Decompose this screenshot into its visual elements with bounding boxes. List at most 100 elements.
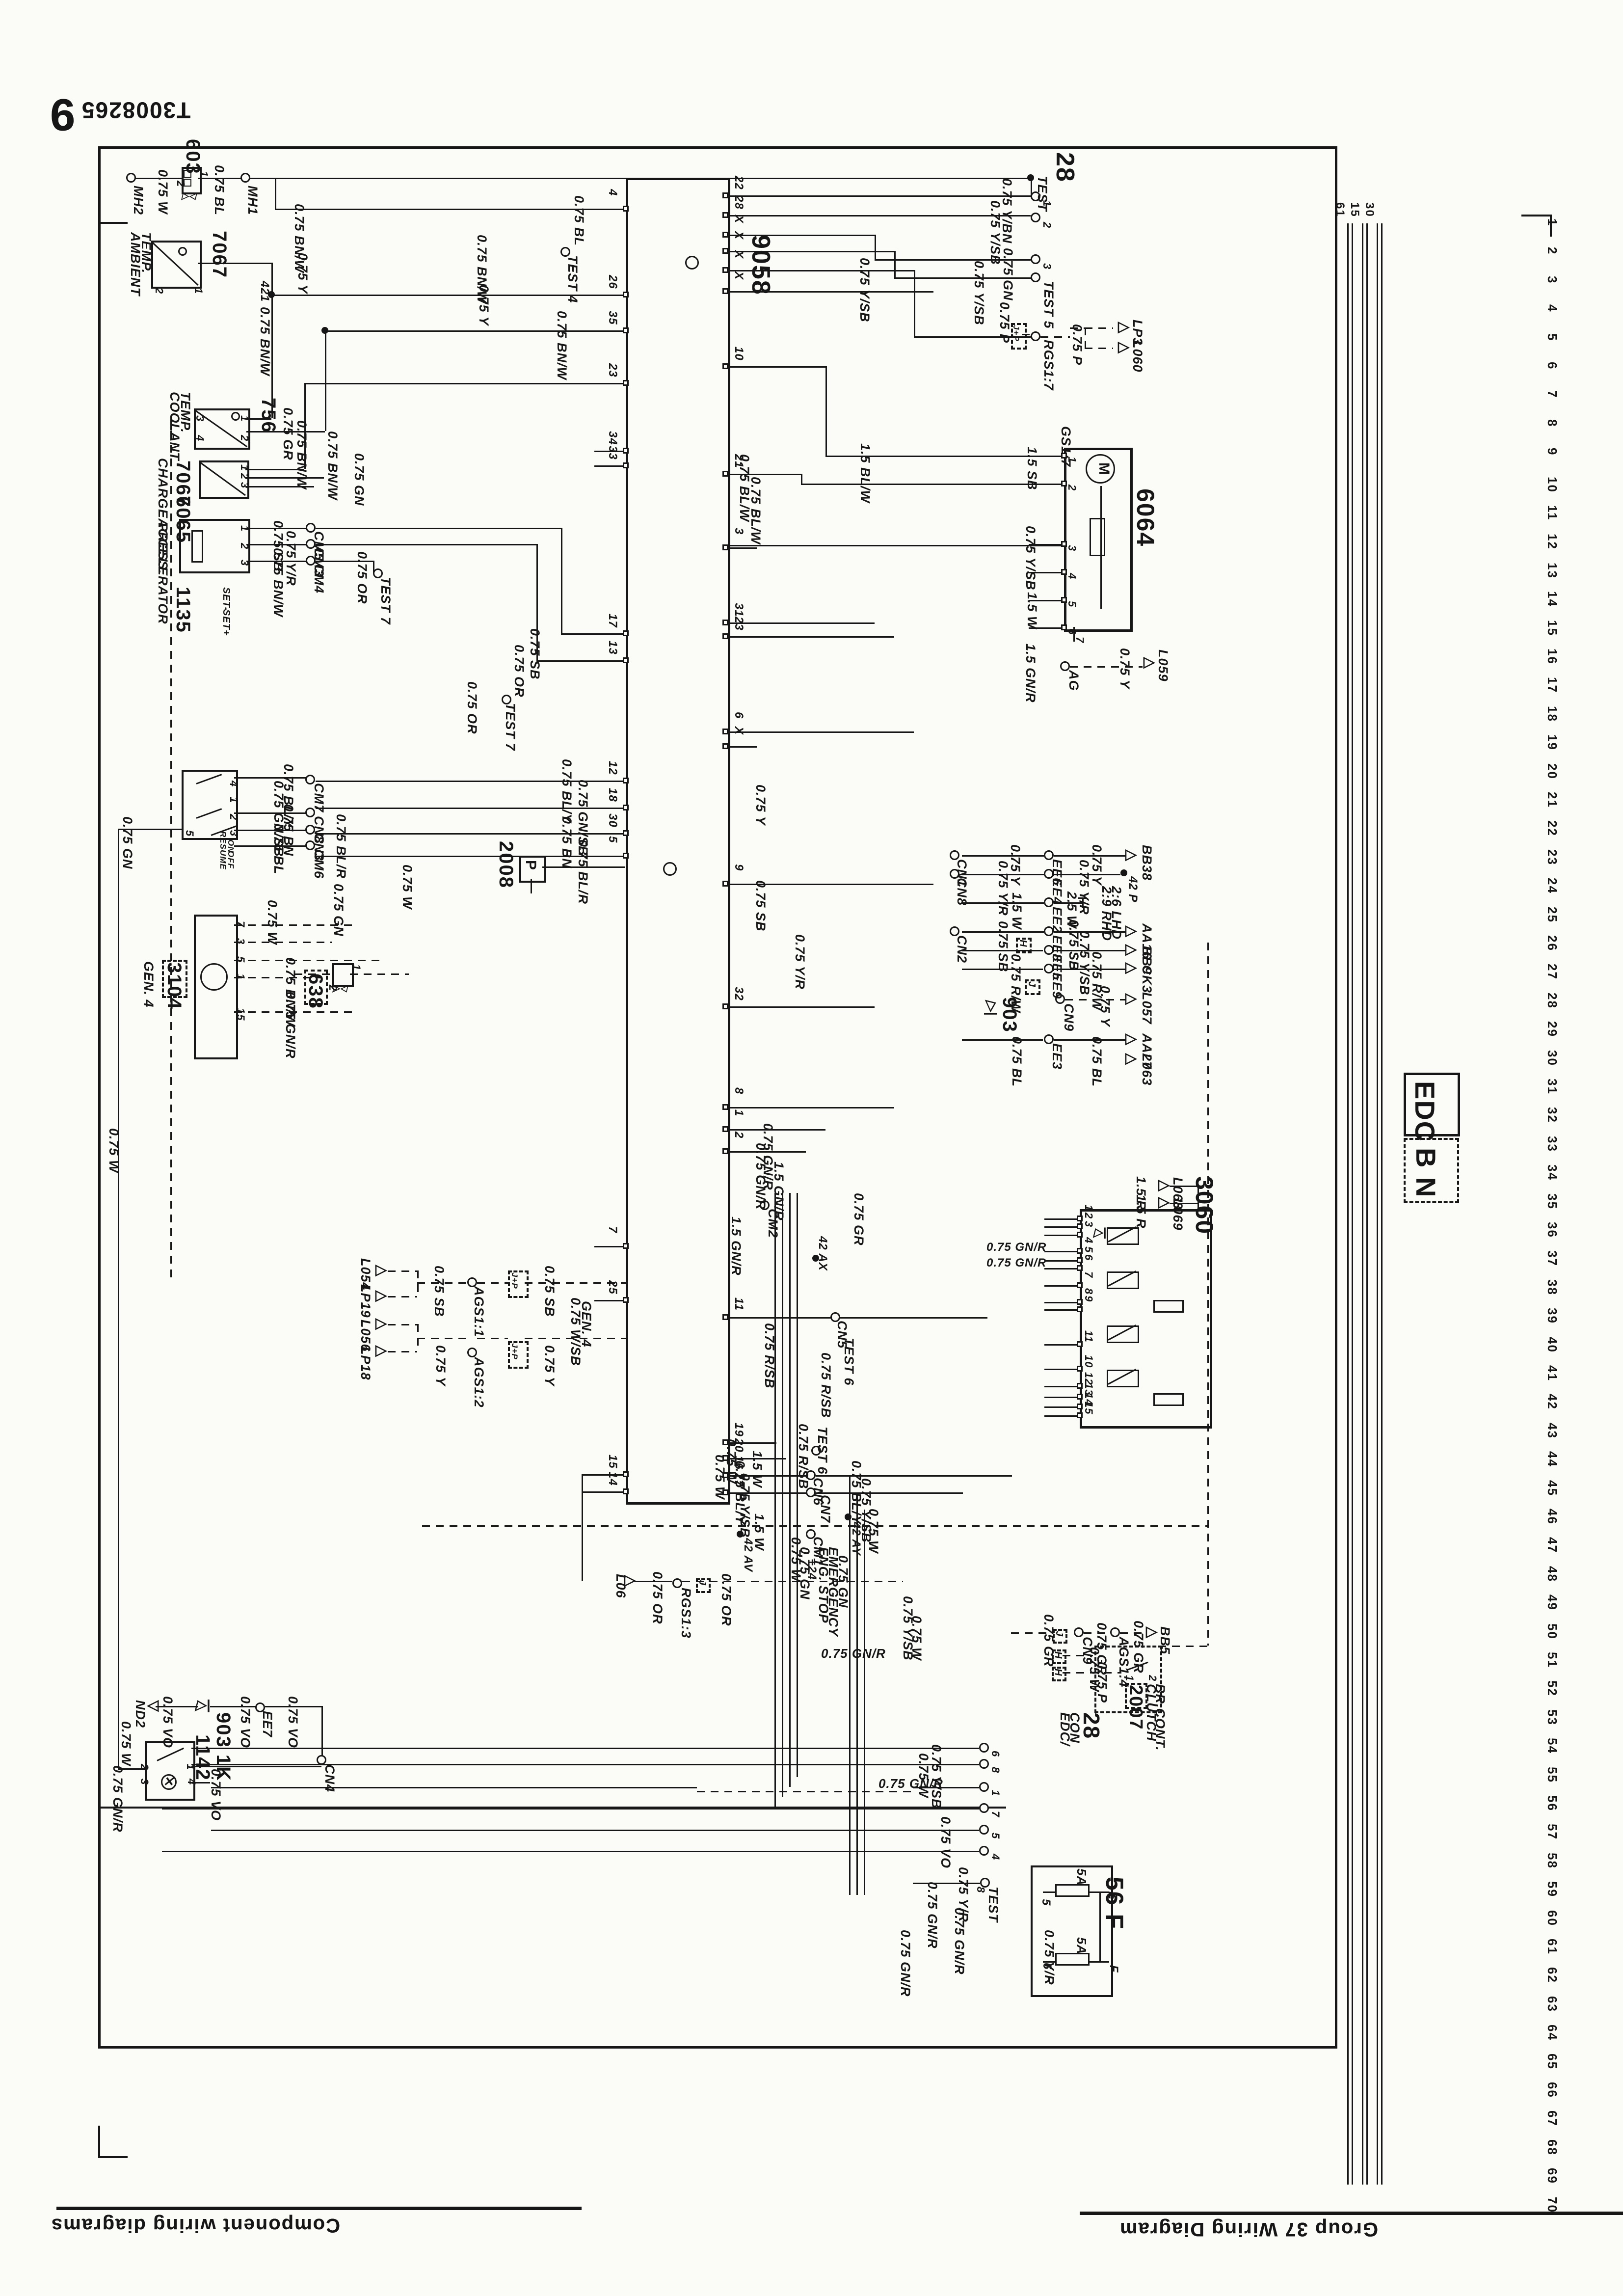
wire: [271, 295, 625, 296]
wire-label: 1: [1040, 200, 1053, 207]
wire: [727, 622, 875, 624]
ruler-number: 45: [1545, 1480, 1560, 1496]
wire-label: 0.75 Y/SB: [857, 258, 873, 323]
pin-wire: [727, 215, 757, 216]
wire: [856, 1492, 858, 1895]
wire-label: EE3: [1050, 1043, 1065, 1070]
wire: [234, 812, 306, 814]
L063-arrow-icon: ▷: [1125, 1050, 1138, 1066]
wire: [774, 1193, 776, 1807]
LP3-arrow-icon: ▷: [1118, 319, 1130, 335]
pin-wire: [727, 1458, 757, 1459]
wire-label: CM4: [312, 564, 327, 594]
wire: [1089, 1891, 1109, 1893]
wire: [1073, 627, 1075, 642]
ruler-number: 31: [1545, 1079, 1560, 1095]
ecu-pin-number: 14: [606, 1472, 619, 1486]
pin-wire: [594, 465, 624, 467]
relaybox-3060-box: [1080, 1209, 1212, 1429]
relaybox-pin-number: 5: [1083, 1246, 1095, 1253]
wire-label: 0.75 VO: [286, 1696, 301, 1749]
wire-label: CK3: [1140, 965, 1155, 994]
ecu-pin-number: 34: [606, 431, 619, 445]
wire: [727, 1475, 807, 1477]
wire: [727, 636, 894, 638]
wire: [162, 1808, 913, 1810]
wire: [1054, 931, 1125, 933]
wire-label: 0.75 OR: [355, 551, 370, 604]
pin-wire: [594, 781, 624, 782]
wire-label: L06: [613, 1574, 629, 1598]
wire: [913, 1808, 979, 1810]
relay-coil: [1107, 1370, 1139, 1387]
doc-number: T3008265: [81, 97, 191, 123]
wire-label: 0.75 SB: [528, 628, 543, 680]
wire-label: 7: [1073, 637, 1086, 644]
wire-label: BB5: [1158, 1626, 1173, 1655]
bus-bar-label: 30: [1363, 202, 1376, 217]
wire-label: TEST 6: [815, 1427, 830, 1475]
wire-label: 6: [989, 1751, 1002, 1757]
wire: [962, 855, 1044, 857]
wire-label: BB38: [1140, 845, 1155, 881]
wire: [417, 1338, 467, 1339]
bus-bar-label: 61: [1333, 202, 1347, 217]
wire: [875, 235, 876, 259]
wire-label: CM6: [312, 849, 327, 879]
wire: [1065, 999, 1125, 1000]
ecu-pin-number: 23: [606, 363, 619, 378]
wire-label: 5: [234, 956, 247, 963]
wire-label: 0.75 W: [156, 169, 171, 215]
relaybox-pin-number: 2: [1083, 1213, 1095, 1219]
wire-label: 0.75 GN/R: [986, 1256, 1047, 1270]
pin-wire: [727, 366, 757, 368]
wire-label: 1: [192, 288, 205, 295]
wire: [316, 856, 625, 857]
ruler-number: 29: [1545, 1021, 1560, 1038]
wire-label: 3: [234, 938, 247, 945]
connector-circle: [1074, 1627, 1084, 1637]
pin-wire: [727, 1107, 757, 1108]
wire: [727, 251, 894, 252]
wire-label: 0.75 OR: [465, 681, 480, 734]
connector-circle: [1086, 454, 1115, 484]
wire: [727, 270, 914, 271]
stamp-edc: EDC: [1410, 1081, 1441, 1142]
wire: [801, 474, 802, 484]
component-id: 603: [182, 139, 204, 175]
wire-label: EE9: [1050, 972, 1065, 999]
ruler-number: 30: [1545, 1050, 1560, 1066]
wire-label: P: [523, 860, 539, 871]
ecu-pin-number: X: [732, 271, 745, 280]
footer-rule: [56, 2207, 582, 2210]
wire-label: J: [697, 1580, 708, 1586]
wire-label: 5: [1039, 1899, 1053, 1906]
CK3-arrow-icon: ▷: [1125, 959, 1138, 975]
junction-dot: [321, 327, 328, 334]
valve-638-box: [332, 963, 354, 987]
wire-label: J: [1054, 1631, 1064, 1637]
ruler-number: 24: [1545, 878, 1560, 894]
ruler-number: 37: [1545, 1250, 1560, 1267]
pin-wire: [594, 833, 624, 835]
connector-circle: [231, 412, 240, 421]
valve-element: [184, 170, 191, 178]
wire: [1040, 336, 1070, 338]
wire-label: 1.5 GN/R: [1023, 644, 1038, 703]
wire-label: 0.75 SB: [542, 1266, 558, 1317]
wire-label: GEN. 4: [141, 961, 157, 1008]
pin-wire: [727, 235, 757, 236]
wire-label: 0.75 GN/R: [986, 1241, 1047, 1254]
wire-label: CN4: [322, 1764, 338, 1793]
bus-bar-61: [1352, 223, 1353, 2185]
connector-circle: [305, 840, 315, 850]
ruler-number: 20: [1545, 763, 1560, 780]
wire: [1054, 855, 1125, 857]
connector-circle: [306, 556, 316, 566]
sensor-7065-box: [179, 519, 250, 573]
ecu-pin-number: 18: [606, 788, 619, 802]
wire-label: 3: [193, 415, 206, 422]
wire-label: 0.75 R/SB: [796, 1424, 811, 1489]
wire: [913, 1764, 979, 1765]
wire-label: TEMP.: [178, 392, 193, 433]
